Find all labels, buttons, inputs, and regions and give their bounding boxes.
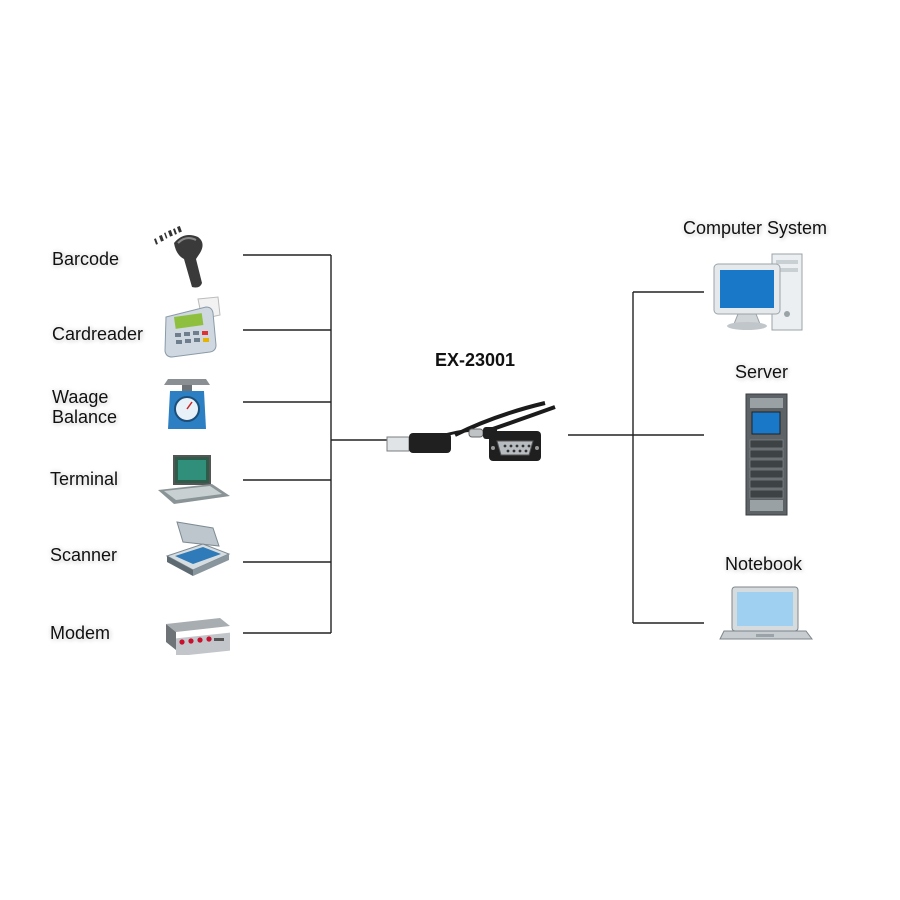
label-server: Server — [735, 362, 789, 382]
flatbed-scanner-icon — [165, 521, 231, 576]
label-terminal: Terminal — [50, 469, 119, 489]
terminal-icon — [158, 455, 230, 504]
label-balance: Balance — [52, 407, 118, 427]
notebook-icon — [719, 586, 813, 640]
modem-icon — [166, 618, 230, 655]
label-scanner: Scanner — [50, 545, 118, 565]
label-notebook: Notebook — [725, 554, 803, 574]
card-reader-icon — [164, 296, 221, 358]
serial-adapter-cable — [386, 401, 556, 461]
server-rack-icon — [745, 393, 788, 516]
label-computer-system: Computer System — [683, 218, 828, 238]
label-cardreader: Cardreader — [52, 324, 144, 344]
desktop-computer-icon — [713, 253, 803, 331]
label-waage: Waage — [52, 387, 109, 407]
barcode-scanner-icon — [154, 225, 203, 288]
label-barcode: Barcode — [52, 249, 120, 269]
label-modem: Modem — [50, 623, 111, 643]
product-title: EX-23001 — [435, 350, 516, 370]
scale-icon — [164, 379, 210, 429]
